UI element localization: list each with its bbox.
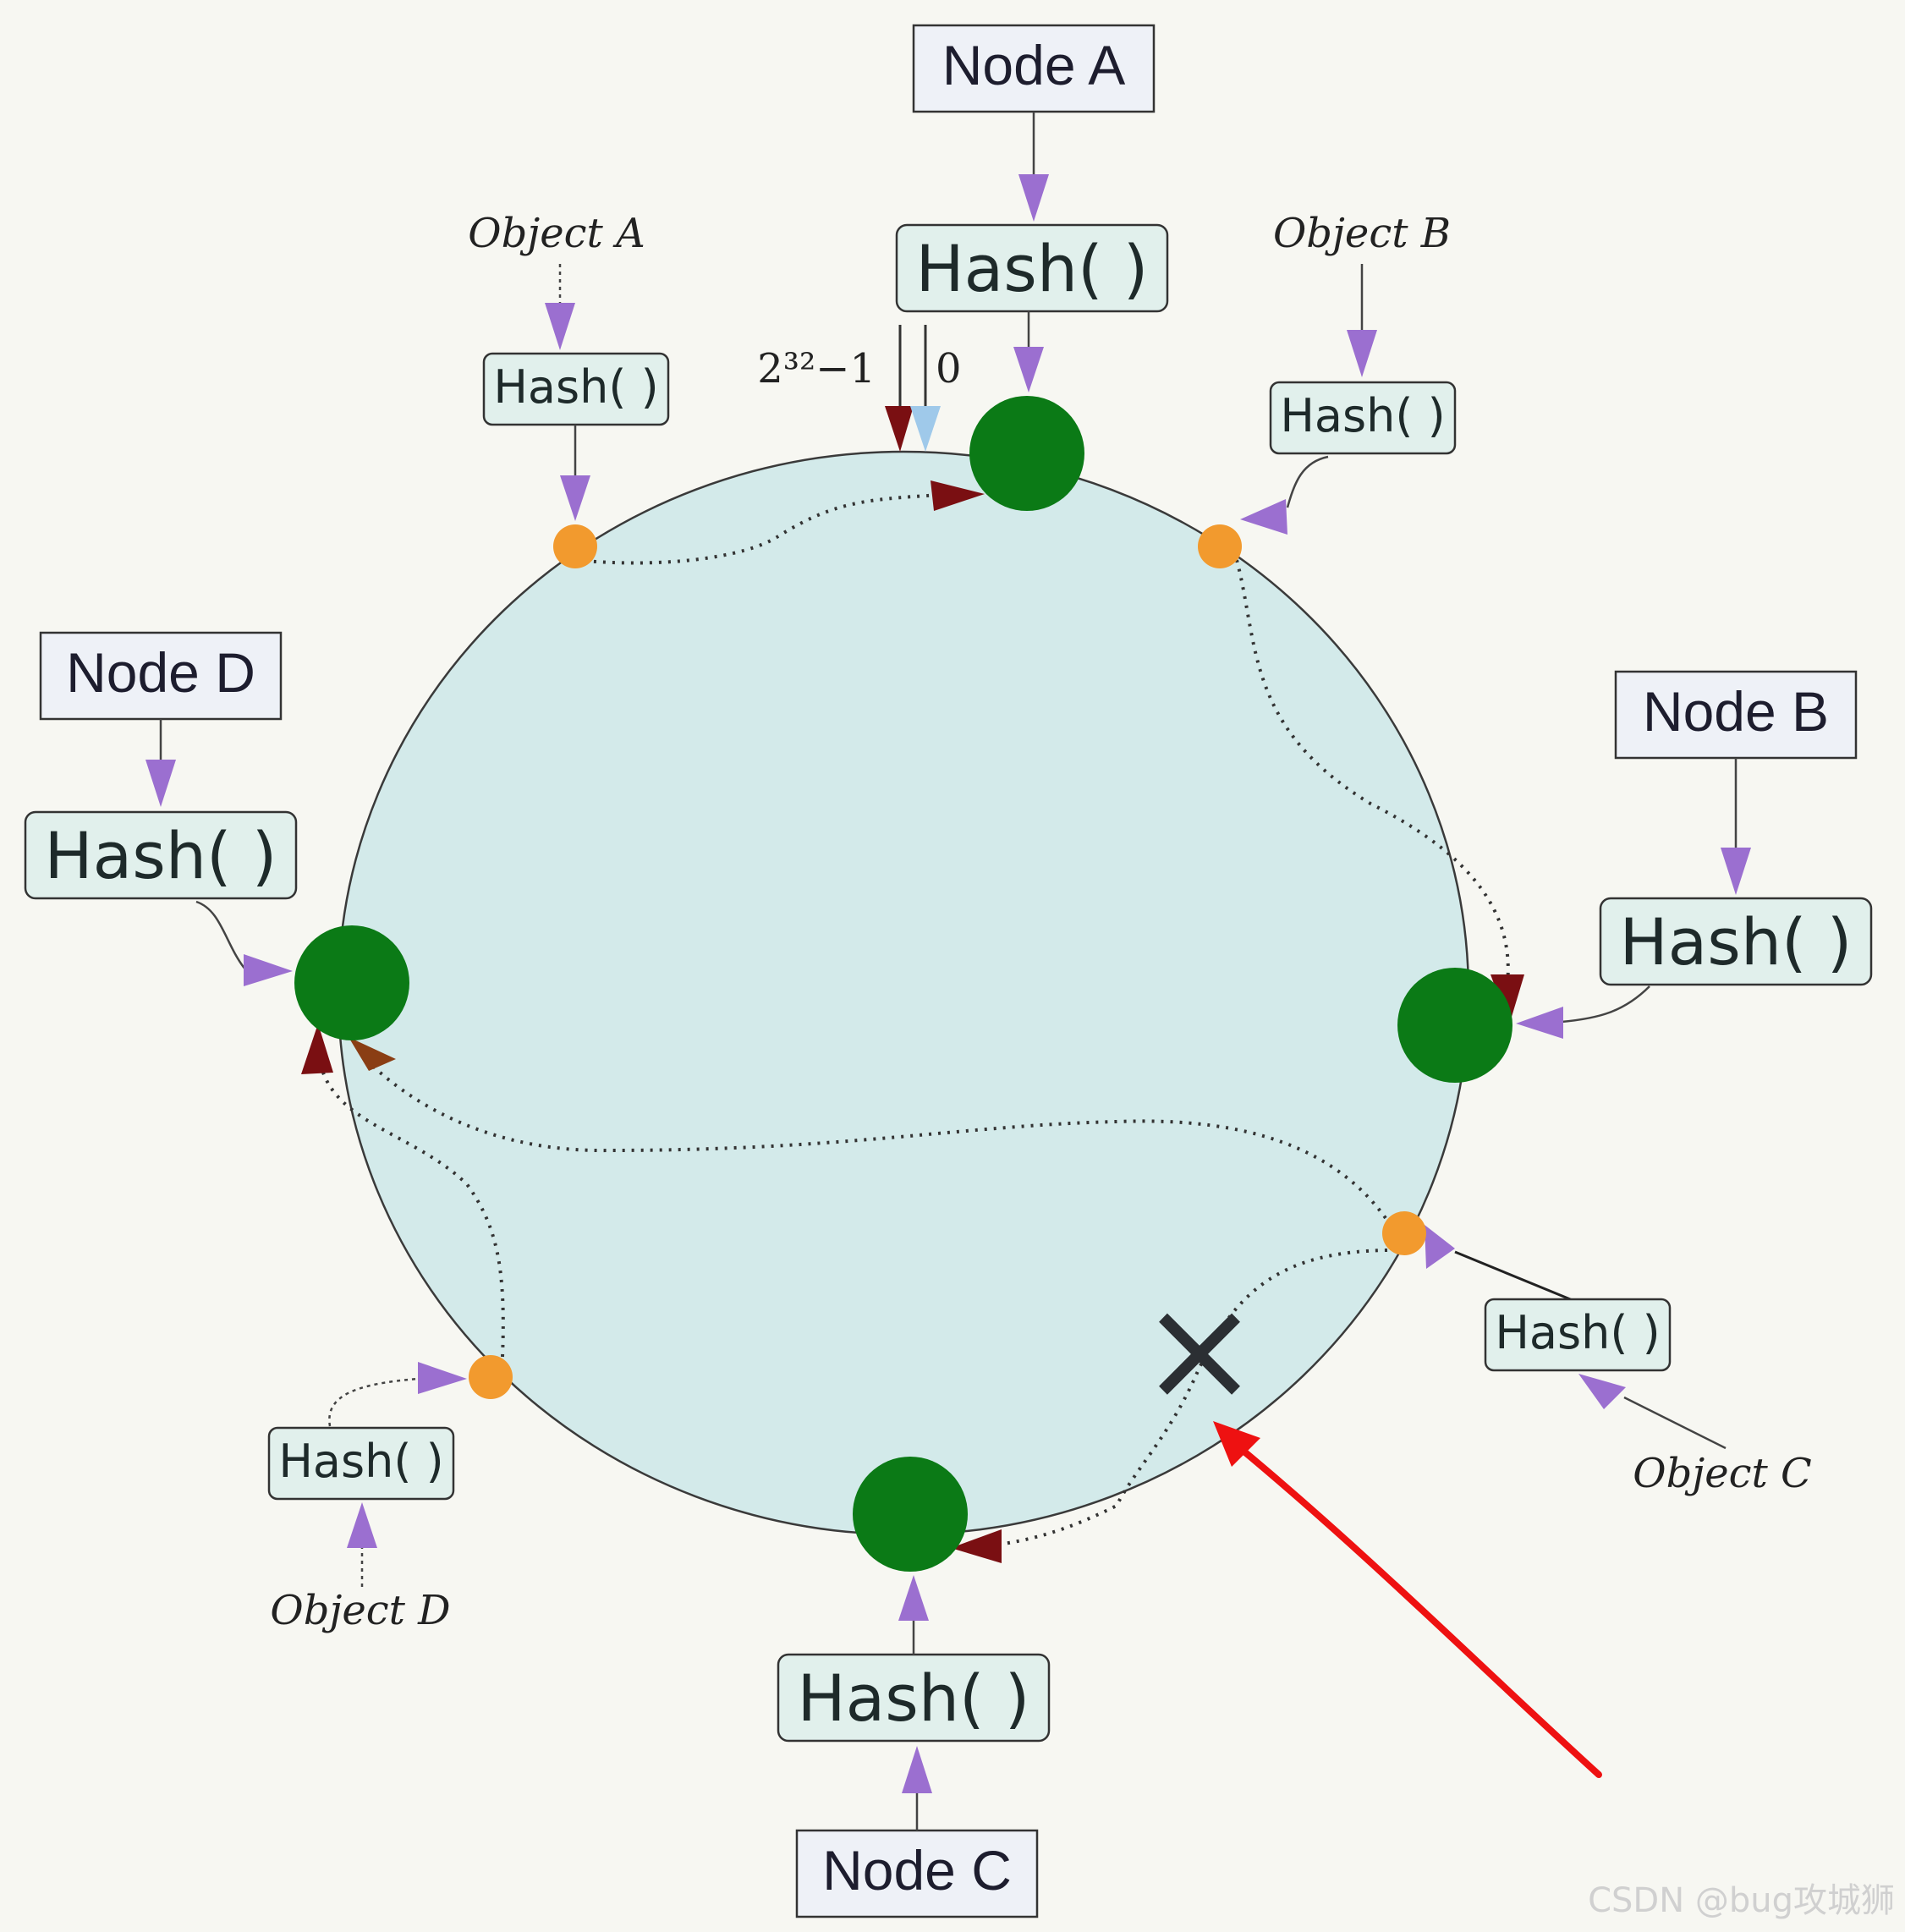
node-d-hash-arrow-icon: [244, 954, 293, 986]
object-c-label: Object C: [1633, 1450, 1812, 1497]
object-b-point: [1198, 524, 1242, 568]
object-a-mapping-path: [574, 492, 957, 565]
object-c-connector: [1623, 1396, 1727, 1450]
object-c-hash-label: Hash( ): [1495, 1306, 1660, 1359]
node-c-label: Node C: [822, 1839, 1012, 1902]
object-d-hash-label: Hash( ): [278, 1435, 443, 1488]
node-d-point: [294, 925, 409, 1040]
node-b-hash-box: [1599, 897, 1873, 986]
node-d-hash-box: [24, 810, 298, 900]
node-d-hash-label: Hash( ): [45, 818, 277, 893]
object-c-hash-connector: [1454, 1250, 1579, 1304]
object-b-mapping-path: [1235, 559, 1510, 984]
node-d-hash-connector: [195, 900, 246, 970]
node-b-hash-label: Hash( ): [1620, 904, 1853, 980]
object-d-up-arrow-icon: [347, 1502, 377, 1548]
node-a-label: Node A: [942, 34, 1126, 96]
node-d-label: Node D: [66, 641, 255, 704]
object-c-point: [1382, 1211, 1426, 1255]
object-d-mapping-arrowhead: [301, 1024, 333, 1074]
node-b-hash-connector: [1561, 985, 1650, 1024]
node-a-hash-arrow-icon: [1013, 347, 1044, 392]
object-c-group: Hash( ) Object C: [1425, 1225, 1812, 1497]
object-a-down-arrow-icon: [545, 303, 575, 350]
node-d-box: [39, 631, 283, 721]
node-a-point: [969, 396, 1084, 511]
object-a-group: Object A Hash( ): [468, 210, 670, 521]
watermark: CSDN @bug攻城狮: [1588, 1881, 1895, 1920]
object-b-down-arrow-icon: [1347, 330, 1377, 377]
object-a-label: Object A: [468, 210, 645, 257]
object-d-hash-connector: [328, 1377, 419, 1427]
node-b-hash-arrow-icon: [1516, 1007, 1563, 1039]
object-c-reassigned-arrowhead: [951, 1529, 1002, 1563]
node-b-label: Node B: [1643, 680, 1829, 743]
object-b-group: Object B Hash( ): [1240, 210, 1457, 535]
object-b-hash-box: [1269, 381, 1457, 455]
object-b-label: Object B: [1273, 210, 1451, 257]
object-b-hash-label: Hash( ): [1280, 389, 1445, 442]
node-a-down-arrow-icon: [1018, 174, 1049, 222]
node-b-group: Node B Hash( ): [1516, 670, 1873, 1039]
node-c-hash-arrow-icon: [898, 1575, 929, 1621]
node-a-hash-box: [895, 223, 1169, 313]
ring-range-end-label: 2³²−1: [757, 345, 876, 392]
node-c-point: [853, 1457, 968, 1572]
object-c-mapping-path: [362, 1056, 1387, 1220]
node-c-group: Node C Hash( ): [777, 1575, 1051, 1918]
object-d-point: [469, 1355, 513, 1399]
node-d-down-arrow-icon: [145, 760, 176, 807]
object-b-hash-arrow-icon: [1240, 499, 1287, 535]
object-a-hash-arrow-icon: [560, 475, 590, 521]
object-b-hash-connector: [1286, 455, 1329, 508]
object-a-point: [553, 524, 597, 568]
object-a-hash-label: Hash( ): [493, 360, 658, 414]
node-d-group: Node D Hash( ): [24, 631, 298, 986]
red-pointer-arrow: [1237, 1445, 1602, 1778]
node-b-down-arrow-icon: [1721, 848, 1751, 895]
red-pointer-arrowhead: [1213, 1421, 1260, 1467]
ring-range-start-label: 0: [936, 345, 962, 392]
object-c-left-arrow-icon: [1425, 1225, 1455, 1269]
object-d-hash-arrow-icon: [418, 1362, 467, 1394]
node-c-hash-label: Hash( ): [798, 1660, 1030, 1736]
object-a-mapping-arrowhead: [931, 480, 985, 511]
object-c-hash-box: [1484, 1298, 1672, 1372]
ring-end-arrowhead: [885, 406, 914, 452]
removed-node-marker: ×: [1139, 1266, 1260, 1434]
object-c-mapping-arrowhead: [349, 1037, 396, 1071]
object-d-hash-box: [267, 1426, 455, 1501]
node-b-box: [1614, 670, 1858, 760]
object-d-group: Object D Hash( ): [267, 1362, 467, 1634]
node-a-group: Node A Hash( ): [895, 24, 1169, 392]
node-c-up-arrow-icon: [902, 1746, 932, 1793]
object-d-label: Object D: [270, 1587, 450, 1634]
node-b-point: [1397, 968, 1512, 1083]
node-a-hash-label: Hash( ): [916, 231, 1149, 306]
object-c-up-arrow-icon: [1578, 1374, 1626, 1409]
ring-start-arrowhead: [910, 406, 941, 452]
node-a-box: [912, 24, 1156, 113]
object-d-mapping-path: [320, 1067, 505, 1358]
object-b-mapping-arrowhead: [1491, 974, 1524, 1025]
